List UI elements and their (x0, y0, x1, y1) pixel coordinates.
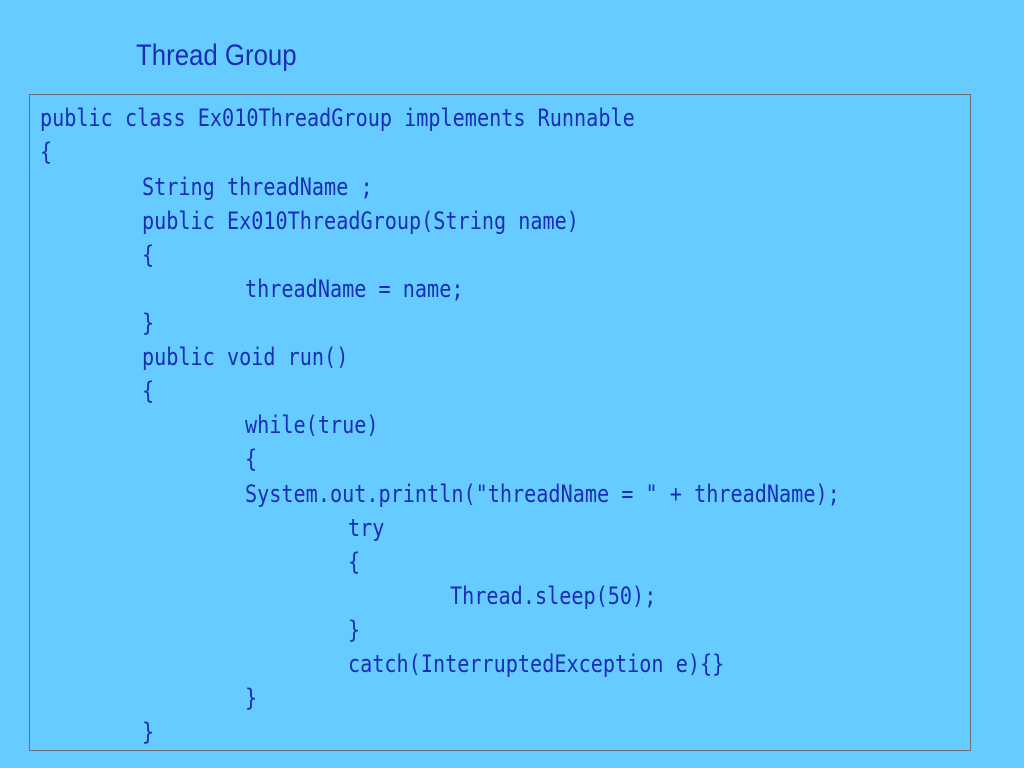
code-line: while(true) (245, 411, 379, 439)
code-line: try (348, 514, 385, 542)
code-line: threadName = name; (245, 275, 464, 303)
code-block: public class Ex010ThreadGroup implements… (29, 94, 971, 751)
code-line: } (142, 718, 155, 746)
code-line: catch(InterruptedException e){} (348, 650, 725, 678)
code-line: { (142, 241, 155, 269)
code-line: } (348, 616, 361, 644)
code-line: Thread.sleep(50); (450, 582, 657, 610)
code-line: public class Ex010ThreadGroup implements… (40, 104, 635, 132)
code-line: { (142, 377, 155, 405)
code-line: { (245, 445, 258, 473)
slide-title: Thread Group (136, 39, 297, 72)
code-line: } (245, 684, 258, 712)
code-line: System.out.println("threadName = " + thr… (245, 480, 840, 508)
code-line: { (348, 548, 361, 576)
code-line: String threadName ; (142, 173, 373, 201)
code-line: } (142, 309, 155, 337)
code-line: { (40, 138, 53, 166)
code-line: public Ex010ThreadGroup(String name) (142, 207, 579, 235)
code-line: public void run() (142, 343, 349, 371)
